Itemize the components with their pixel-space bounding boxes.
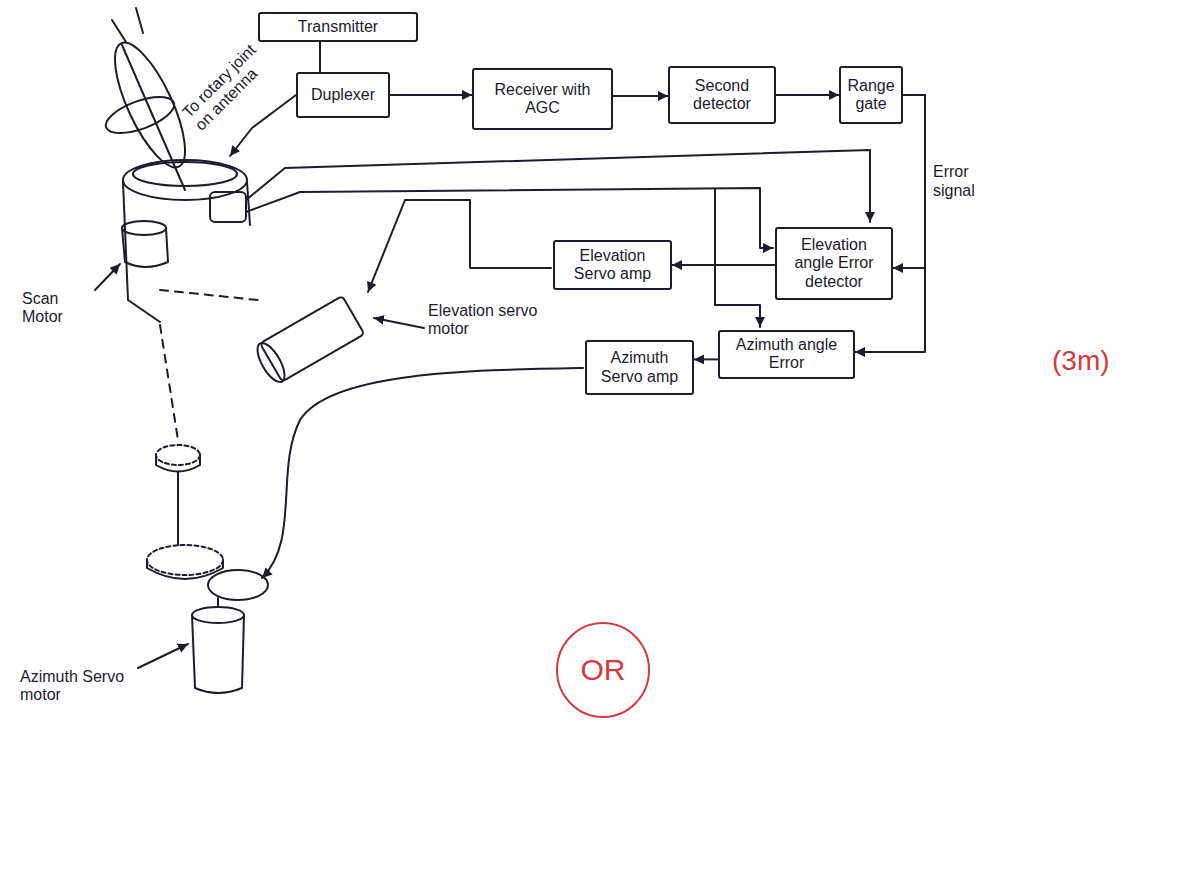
elevation-motor-symbol	[260, 296, 364, 382]
red-circle	[557, 623, 649, 717]
block-box: Receiver with AGC	[472, 68, 613, 130]
pedestal-body	[123, 182, 250, 322]
signal-arrow	[776, 94, 839, 96]
pedestal-top	[123, 160, 247, 200]
rotary-joint	[133, 162, 237, 186]
block-box: Elevation Servo amp	[553, 240, 672, 290]
azimuth-shaft	[160, 325, 178, 440]
elevation-motor-symbol	[252, 339, 290, 386]
leader-line	[95, 264, 120, 290]
signal-arrow	[694, 358, 718, 360]
reference-generator	[210, 192, 246, 222]
scan-motor-symbol	[122, 228, 168, 267]
signal-label: Error signal	[931, 162, 991, 201]
elevation-shaft	[160, 290, 258, 300]
reference-wire	[246, 150, 870, 222]
block-box: Azimuth Servo amp	[585, 340, 694, 395]
signal-arrow	[855, 95, 925, 352]
box-text: Duplexer	[304, 86, 382, 104]
scan-motor-symbol	[122, 221, 166, 235]
box-text: Azimuth angle Error	[726, 336, 847, 373]
antenna-callout: To rotary joint on antenna	[179, 30, 284, 135]
motor-callout: Elevation servo motor	[428, 302, 558, 339]
signal-arrow	[672, 264, 775, 266]
gear-symbol	[156, 455, 200, 472]
block-box: Elevation angle Error detector	[775, 227, 893, 300]
block-box: Transmitter	[258, 12, 418, 42]
marks-note: (3m)	[1052, 345, 1110, 377]
leader-line	[138, 644, 188, 668]
reference-wire	[715, 189, 760, 327]
gear-symbol	[156, 445, 200, 465]
radiation-ray	[112, 8, 143, 42]
motor-callout: Azimuth Servo motor	[20, 668, 130, 705]
motor-callout: Scan Motor	[22, 290, 92, 327]
servo-wire	[368, 200, 551, 292]
azimuth-motor-symbol	[192, 607, 244, 623]
block-box: Range gate	[839, 66, 903, 124]
box-text: Elevation Servo amp	[561, 247, 664, 284]
azimuth-motor-symbol	[192, 615, 244, 693]
signal-arrow	[390, 94, 472, 96]
box-text: Elevation angle Error detector	[783, 236, 885, 291]
drive-plate	[208, 570, 268, 600]
box-text: Transmitter	[266, 18, 410, 36]
antenna-feed	[122, 45, 185, 190]
motor-shaft	[217, 598, 219, 607]
leader-line	[374, 318, 424, 328]
gear-symbol	[147, 545, 223, 575]
waveguide-line	[230, 95, 296, 156]
scan-circle	[101, 90, 178, 141]
box-text: Second detector	[676, 77, 768, 114]
box-text: Receiver with AGC	[480, 81, 605, 118]
gear-shaft	[177, 472, 179, 545]
block-box: Duplexer	[296, 72, 390, 118]
gear-symbol	[147, 560, 223, 579]
reference-wire	[246, 188, 773, 248]
box-text: Range gate	[847, 77, 895, 114]
block-box: Azimuth angle Error	[718, 330, 855, 379]
circled-mark: OR	[581, 653, 626, 688]
box-text: Azimuth Servo amp	[593, 349, 686, 386]
servo-wire	[262, 368, 583, 578]
signal-arrow	[613, 95, 668, 97]
block-box: Second detector	[668, 66, 776, 124]
